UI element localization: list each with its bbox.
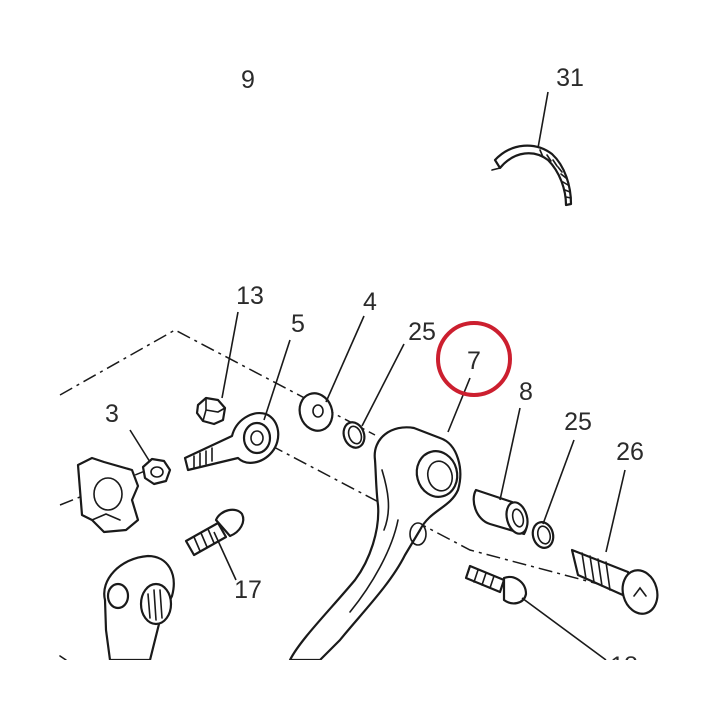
callout-7-highlight-ring — [436, 321, 512, 397]
edge-mark — [59, 655, 67, 661]
callout-7: 7 — [467, 347, 481, 375]
part-18-bolt — [464, 564, 528, 605]
part-8-bushing — [472, 488, 529, 536]
part-3-nut — [141, 457, 172, 486]
callout-31: 31 — [556, 64, 584, 92]
linkage-arm-partial — [103, 554, 175, 662]
part-4-washer — [298, 392, 334, 432]
callout-9: 9 — [241, 66, 255, 94]
part-7-lever — [288, 426, 462, 662]
callout-25-upper: 25 — [408, 318, 436, 346]
part-25-o-ring-upper — [342, 421, 366, 449]
callout-8: 8 — [519, 378, 533, 406]
callout-5: 5 — [291, 310, 305, 338]
bottom-crop-mask — [0, 660, 720, 720]
callout-13: 13 — [236, 282, 264, 310]
part-5-rod-end — [183, 412, 280, 472]
callout-25-lower: 25 — [564, 408, 592, 436]
part-13-nut — [195, 396, 227, 426]
leader-lines — [129, 91, 626, 661]
callout-17: 17 — [234, 576, 262, 604]
callout-labels: 9 31 13 5 4 25 7 8 25 26 3 17 18 — [105, 64, 644, 680]
part-31-clip — [491, 144, 573, 207]
callout-3: 3 — [105, 400, 119, 428]
part-17-bolt — [184, 508, 245, 557]
mounting-bracket-partial — [76, 456, 140, 534]
part-26-pivot-bolt — [570, 548, 659, 615]
callout-4: 4 — [363, 288, 377, 316]
part-25-o-ring-lower — [531, 521, 555, 549]
callout-26: 26 — [616, 438, 644, 466]
